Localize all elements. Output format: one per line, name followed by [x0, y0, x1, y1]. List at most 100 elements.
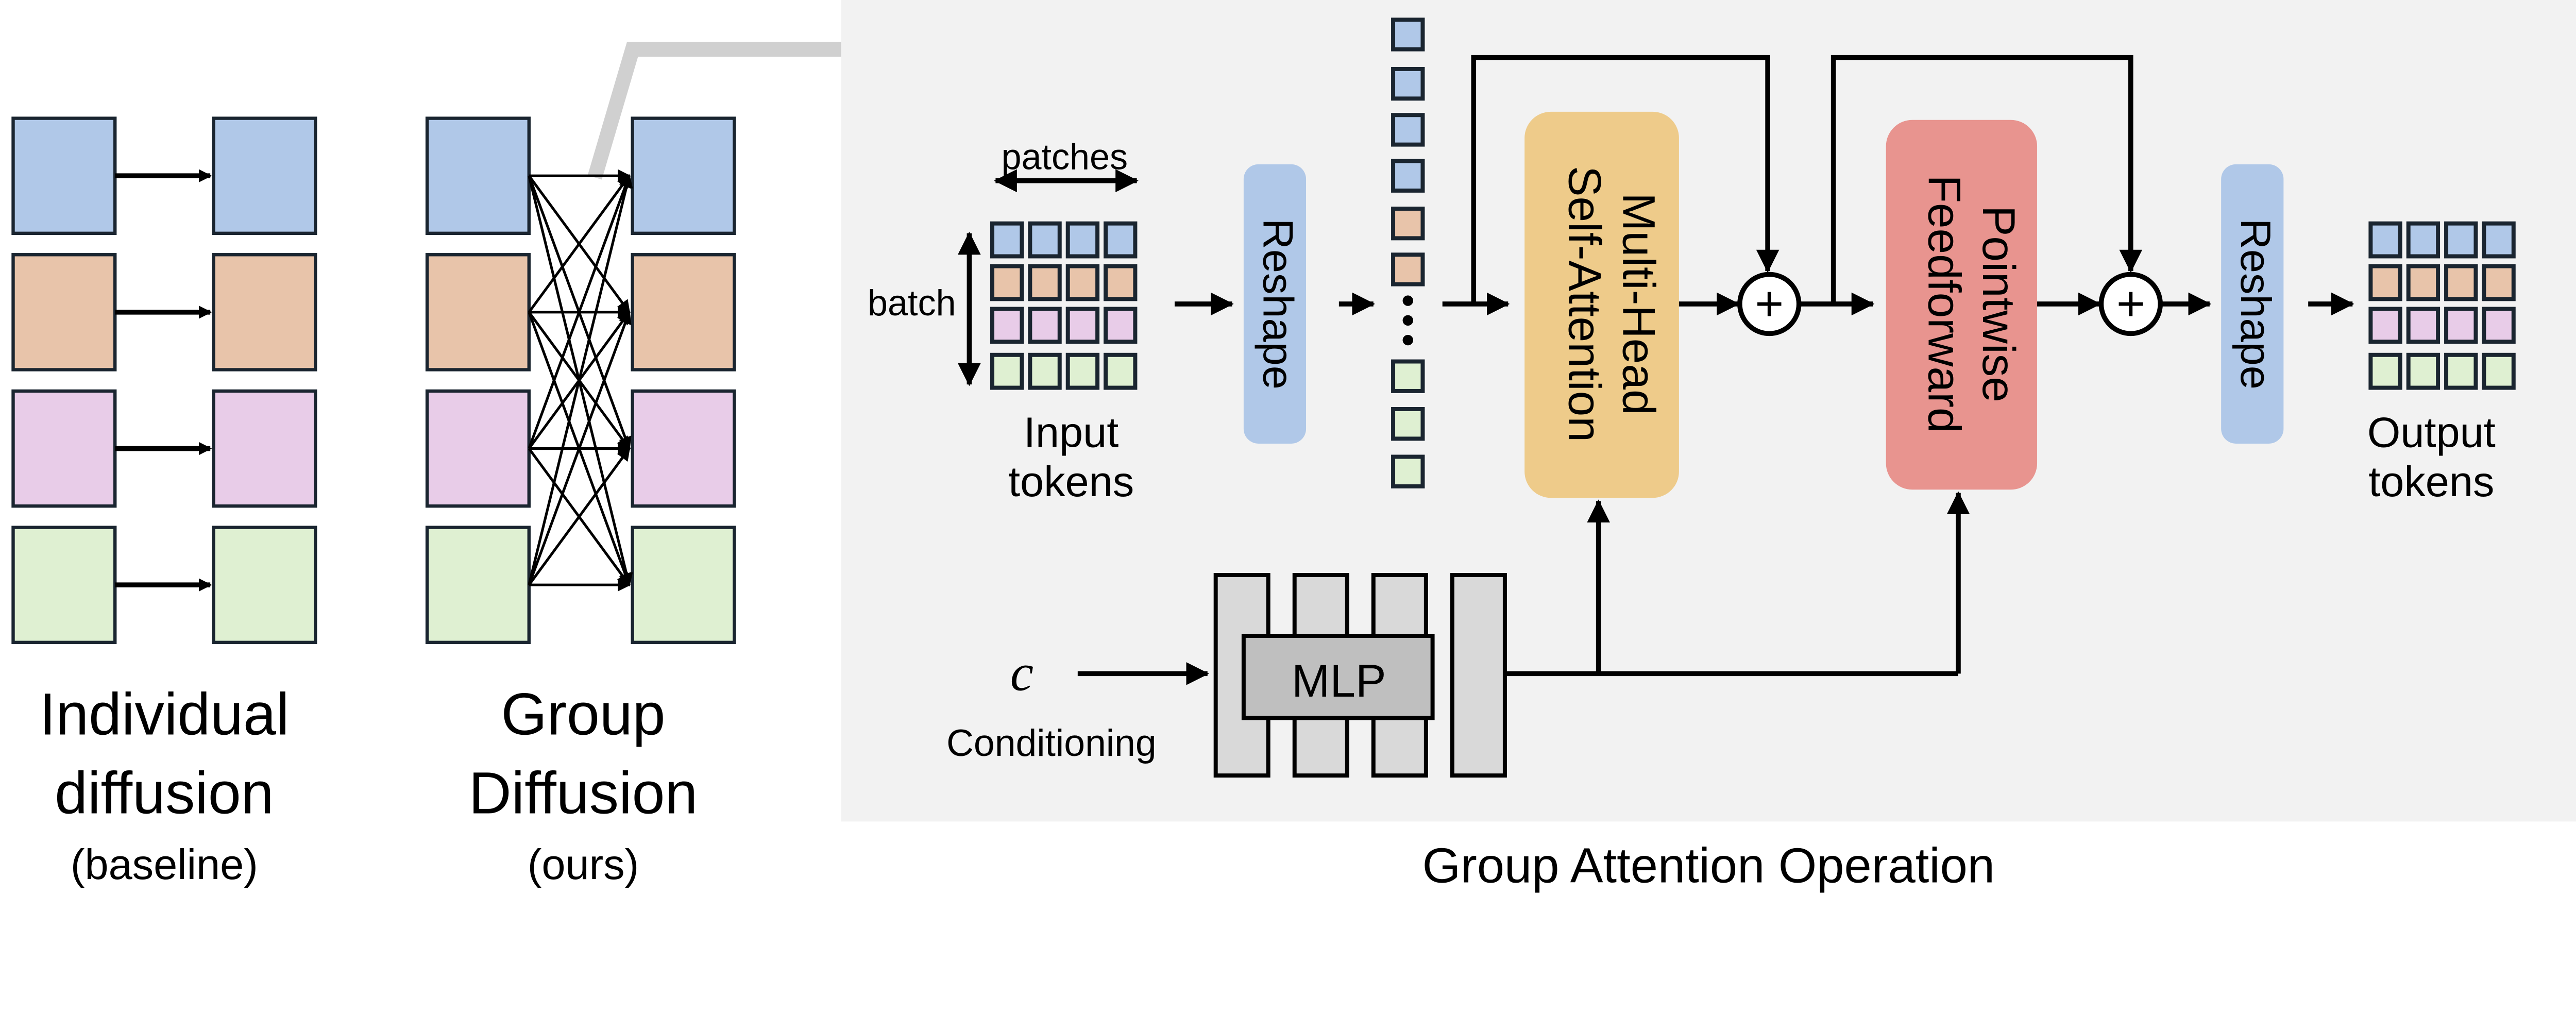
- attention-label-1: Multi-Head: [1613, 193, 1665, 415]
- mlp-box: [1241, 634, 1435, 720]
- plus-icon: +: [2116, 276, 2145, 331]
- token: [1391, 359, 1425, 393]
- token: [2406, 221, 2441, 259]
- reshape-block-output: [2221, 164, 2284, 444]
- ellipsis-dot: [1402, 295, 1413, 306]
- token: [1104, 221, 1138, 259]
- token: [2368, 221, 2402, 259]
- image-square: [631, 253, 736, 372]
- conditioning-label: Conditioning: [946, 722, 1157, 764]
- cross-arrow: [528, 447, 631, 586]
- token: [1104, 307, 1138, 344]
- input-tokens-label-2: tokens: [1008, 458, 1134, 505]
- baseline-note: (baseline): [71, 840, 258, 888]
- token: [1028, 352, 1062, 390]
- group-attention-panel: [841, 0, 2576, 822]
- token: [2444, 352, 2478, 390]
- flattened-token-column: [1391, 18, 1425, 488]
- output-tokens-label-2: tokens: [2368, 458, 2494, 505]
- mlp-label: MLP: [1292, 655, 1386, 706]
- group-diffusion-diagram: Individual diffusion (baseline) Group Di…: [11, 0, 2576, 893]
- token: [2368, 264, 2402, 301]
- token: [990, 307, 1024, 344]
- ellipsis-dot: [1402, 315, 1413, 326]
- token: [1391, 454, 1425, 488]
- reshape-label: Reshape: [1255, 218, 1302, 390]
- image-square: [631, 116, 736, 235]
- input-tokens-label: Input: [1024, 408, 1118, 456]
- output-tokens-label: Output: [2367, 408, 2496, 456]
- group-label-2: Diffusion: [469, 760, 698, 826]
- token: [1104, 352, 1138, 390]
- token: [2444, 307, 2478, 344]
- individual-label: Individual: [39, 681, 289, 747]
- token: [1065, 352, 1100, 390]
- image-square: [631, 526, 736, 644]
- cross-arrow: [528, 174, 632, 449]
- image-square: [425, 253, 531, 372]
- token: [2482, 264, 2516, 301]
- add-node-2: [2098, 272, 2163, 336]
- token: [2444, 221, 2478, 259]
- feedforward-label-1: Pointwise: [1973, 206, 2025, 402]
- image-square: [425, 116, 531, 235]
- individual-label-2: diffusion: [55, 760, 274, 826]
- image-square: [11, 389, 117, 508]
- token: [990, 264, 1024, 301]
- image-square: [212, 389, 317, 508]
- conditioning-symbol: c: [1010, 644, 1033, 702]
- image-square: [631, 389, 736, 508]
- patches-label: patches: [1001, 136, 1128, 177]
- image-square: [212, 253, 317, 372]
- cross-arrow: [528, 174, 631, 313]
- image-square: [11, 253, 117, 372]
- multi-head-self-attention-block: [1524, 111, 1679, 498]
- token: [1065, 307, 1100, 344]
- token: [1391, 206, 1425, 241]
- feedforward-label-2: Feedforward: [1919, 175, 1971, 433]
- token: [2368, 307, 2402, 344]
- group-label: Group: [501, 681, 665, 747]
- token: [2406, 264, 2441, 301]
- token: [1391, 407, 1425, 441]
- pointwise-feedforward-block: [1886, 120, 2038, 490]
- token: [1104, 264, 1138, 301]
- token: [2406, 307, 2441, 344]
- zoom-connector: [587, 42, 841, 180]
- plus-icon: +: [1755, 276, 1784, 331]
- image-square: [425, 526, 531, 644]
- token: [2482, 221, 2516, 259]
- token: [990, 221, 1024, 259]
- token: [1065, 264, 1100, 301]
- token: [1028, 221, 1062, 259]
- cross-arrow: [528, 174, 633, 585]
- token: [1391, 159, 1425, 193]
- image-square: [212, 116, 317, 235]
- token: [1391, 113, 1425, 147]
- reshape-block-input: [1243, 164, 1307, 444]
- image-square: [212, 526, 317, 644]
- skip-connection-2: [1831, 55, 2143, 304]
- mlp-layer: [1450, 573, 1507, 778]
- skip-connection-1: [1471, 55, 1780, 304]
- token: [1391, 66, 1425, 101]
- token: [1028, 264, 1062, 301]
- token: [2368, 352, 2402, 390]
- reshape-label: Reshape: [2232, 218, 2280, 390]
- token: [990, 352, 1024, 390]
- token: [1028, 307, 1062, 344]
- token: [2482, 307, 2516, 344]
- token: [1065, 221, 1100, 259]
- ours-note: (ours): [528, 840, 639, 888]
- cross-arrow: [528, 310, 632, 586]
- batch-label: batch: [868, 282, 956, 323]
- image-square: [425, 389, 531, 508]
- token: [1391, 252, 1425, 286]
- input-token-grid: [990, 221, 1138, 390]
- output-token-grid: [2368, 221, 2516, 390]
- token: [2444, 264, 2478, 301]
- image-square: [11, 116, 117, 235]
- attention-label-2: Self-Attention: [1559, 166, 1611, 442]
- token: [2482, 352, 2516, 390]
- ellipsis-dot: [1402, 334, 1413, 346]
